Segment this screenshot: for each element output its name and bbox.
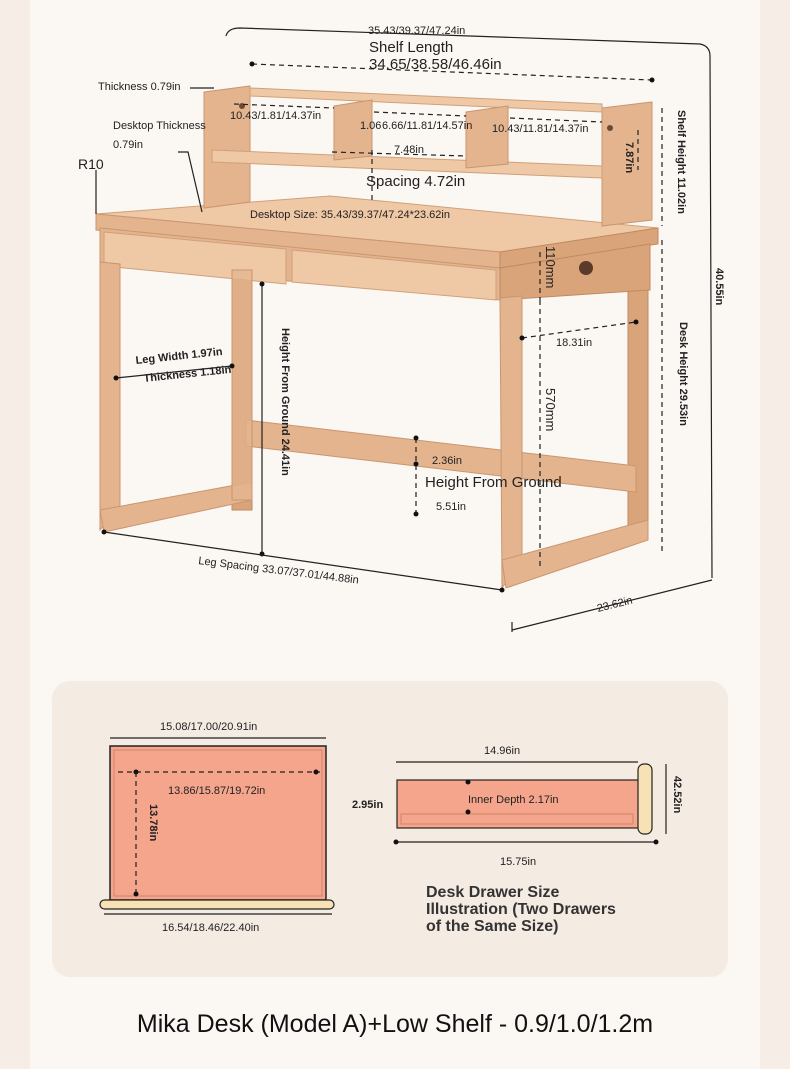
shelf-length-value: 34.65/38.58/46.46in — [369, 56, 502, 73]
depth-line — [511, 579, 713, 631]
leg-width-label: Leg Width 1.97in — [135, 346, 223, 367]
thickness-label: Thickness 0.79in — [98, 81, 181, 93]
desktop-thickness-leader — [178, 151, 203, 213]
drawer-caption: Desk Drawer Size Illustration (Two Drawe… — [426, 884, 616, 935]
side-length-label: 14.96in — [484, 745, 520, 757]
radius-label: R10 — [78, 156, 104, 172]
height-from-ground-label: Height From Ground — [425, 474, 562, 491]
shelf-divider-left — [333, 99, 373, 161]
desk-illustration — [95, 85, 659, 590]
left-margin-strip — [0, 0, 30, 1069]
desk-side-apron — [499, 243, 651, 301]
drawer-front-box — [109, 745, 327, 901]
divider-gap-line — [331, 151, 467, 157]
side-depth-label: 42.52in — [671, 776, 683, 814]
height-from-ground-vertical-label: Height From Ground 24.41in — [279, 328, 291, 476]
shelf-side-label: 7.87in — [623, 142, 635, 173]
overall-height-label: 40.55in — [713, 268, 725, 306]
inner-depth-label: Inner Depth 2.17in — [468, 794, 559, 806]
front-right-leg — [499, 295, 523, 590]
drawer-height-mm-label: 110mm — [543, 246, 558, 288]
page-title: Mika Desk (Model A)+Low Shelf - 0.9/1.0/… — [136, 1010, 654, 1038]
rail-ground-label: 5.51in — [436, 501, 466, 513]
right-margin-strip — [760, 0, 790, 1069]
leg-spacing-line — [103, 531, 503, 591]
divider-gap-label: 7.48in — [394, 144, 424, 156]
compartment-left-label: 10.43/1.81/14.37in — [230, 110, 321, 122]
front-height-label: 13.78in — [147, 804, 159, 842]
shelf-length-title: Shelf Length — [369, 39, 453, 56]
depth-label: 23.62in — [596, 595, 634, 615]
leg-mm-label: 570mm — [543, 388, 558, 431]
shelf-height-label: Shelf Height 11.02in — [675, 110, 687, 214]
front-width-label: 15.08/17.00/20.91in — [160, 721, 257, 733]
drawer-side-inner — [400, 813, 634, 825]
front-left-leg — [99, 261, 121, 532]
drawer-inner-outline — [113, 749, 323, 897]
left-foot-rail — [99, 481, 253, 533]
right-foot-rail — [501, 519, 649, 589]
shelf-top-board — [249, 87, 603, 113]
right-drawer — [291, 249, 497, 301]
shelf-left-side — [203, 85, 251, 209]
shelf-hole-right — [607, 125, 613, 131]
shelf-right-side — [601, 101, 653, 227]
desk-height-label: Desk Height 29.53in — [677, 322, 689, 426]
inner-depth-line — [521, 321, 637, 339]
compartment-mid-line — [373, 111, 467, 117]
compartment-right-label: 10.43/11.81/14.37in — [492, 123, 588, 135]
inner-depth-label: 18.31in — [556, 337, 592, 349]
drawer-side-front — [637, 763, 653, 835]
compartment-left-line — [233, 103, 335, 109]
desktop-thickness-value: 0.79in — [113, 139, 143, 151]
side-bottom-label: 15.75in — [500, 856, 536, 868]
base-width-label: 16.54/18.46/22.40in — [162, 922, 259, 934]
drawer-side-illustration: 14.96in Inner Depth 2.17in 2.95in 42.52i… — [352, 745, 683, 868]
drawer-base-plate — [99, 899, 335, 910]
drawer-knob — [579, 261, 593, 275]
left-rear-post — [231, 269, 253, 501]
shelf-divider-right — [465, 105, 509, 169]
leg-width-line — [115, 365, 233, 379]
desktop-thickness-label: Desktop Thickness — [113, 120, 206, 132]
rail-height-label: 2.36in — [432, 455, 462, 467]
compartment-right-line — [509, 117, 603, 123]
side-height-label: 2.95in — [352, 799, 383, 811]
desktop-side-edge — [499, 227, 659, 269]
dimension-lines — [95, 27, 713, 632]
overall-outline-line — [225, 27, 713, 579]
inner-width-label: 13.86/15.87/19.72in — [168, 785, 265, 797]
spacing-label: Spacing 4.72in — [366, 173, 465, 190]
shelf-length-line — [251, 63, 653, 81]
drawer-front-illustration: 15.08/17.00/20.91in 13.86/15.87/19.72in … — [99, 721, 335, 934]
overall-width-label: 35.43/39.37/47.24in — [368, 25, 465, 37]
leg-thickness-label: Thickness 1.18in — [143, 364, 232, 385]
desktop-size-label: Desktop Size: 35.43/39.37/47.24*23.62in — [250, 209, 450, 221]
leg-spacing-label: Leg Spacing 33.07/37.01/44.88in — [198, 555, 360, 587]
compartment-mid-a-label: 1.06 — [360, 120, 381, 132]
compartment-mid-b-label: 6.66/11.81/14.57in — [382, 120, 472, 132]
